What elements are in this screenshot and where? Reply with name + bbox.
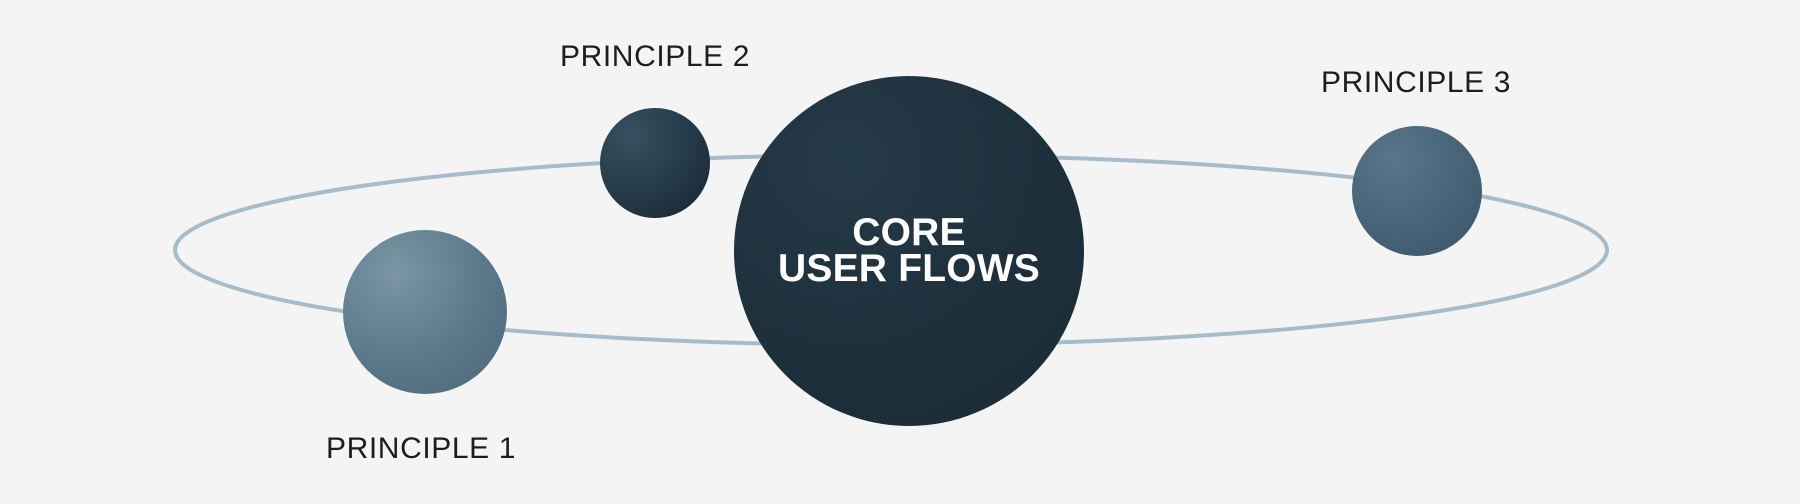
principle-3-label: PRINCIPLE 3 [1321, 66, 1511, 99]
principle-1-sphere [343, 230, 507, 394]
core-label: CORE USER FLOWS [778, 211, 1040, 290]
principle-3-sphere [1352, 126, 1482, 256]
core-label-line1: CORE [852, 211, 966, 254]
principle-1-label: PRINCIPLE 1 [326, 432, 516, 465]
principle-2-sphere [600, 108, 710, 218]
core-label-line2: USER FLOWS [778, 247, 1040, 290]
principle-2-label: PRINCIPLE 2 [560, 40, 750, 73]
core-circle: CORE USER FLOWS [734, 76, 1084, 426]
